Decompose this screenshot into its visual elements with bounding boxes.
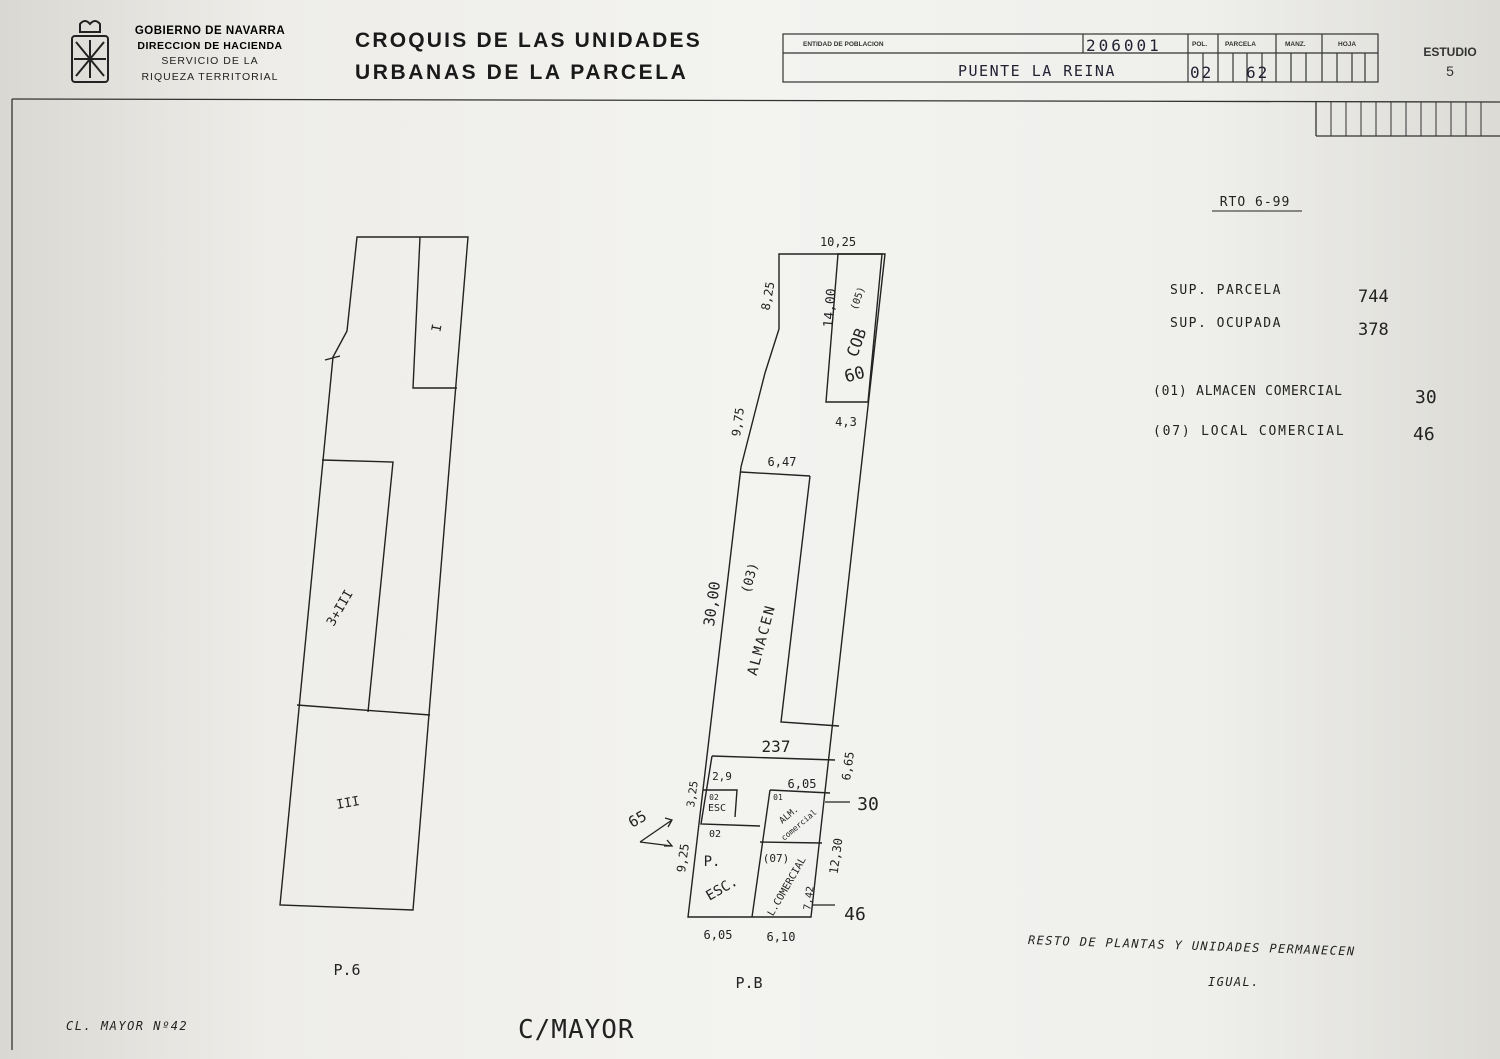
dim-30-00: 30,00 [700, 580, 724, 627]
manz-label: MANZ. [1285, 41, 1306, 48]
resto-plantas-line-2: IGUAL. [1208, 975, 1260, 989]
almacen-ref: (03) [739, 561, 762, 595]
dim-3-25: 3,25 [684, 780, 701, 808]
unit-07-area: 46 [1413, 424, 1435, 445]
estudio-value: 5 [1446, 63, 1454, 79]
gov-line-2: DIRECCION DE HACIENDA [137, 40, 282, 52]
dim-6-10: 6,10 [767, 930, 796, 944]
almacen-area: 237 [762, 737, 791, 756]
address-small: CL. MAYOR Nº42 [66, 1019, 188, 1033]
hoja-grid-strip [1330, 102, 1482, 136]
hoja-label: HOJA [1338, 41, 1356, 48]
dim-65: 65 [625, 807, 650, 832]
title-line-2: URBANAS DE LA PARCELA [355, 61, 688, 84]
dim-6-05-lower: 6,05 [704, 928, 733, 942]
unit-01-area: 30 [1415, 387, 1437, 408]
dim-9-25: 9,25 [674, 843, 692, 874]
sup-ocupada-label: SUP. OCUPADA [1170, 316, 1282, 331]
gov-line-3: SERVICIO DE LA [161, 55, 258, 67]
dim-10-25: 10,25 [820, 235, 856, 249]
navarra-coat-of-arms-icon [71, 20, 109, 83]
callout-46: 46 [844, 904, 866, 925]
entidad-label: ENTIDAD DE POBLACION [803, 41, 884, 48]
sup-ocupada-value: 378 [1358, 320, 1389, 340]
esc-label: ESC [708, 803, 726, 814]
alm-comercial-ref: 01 [773, 793, 783, 802]
entidad-form-box [782, 33, 1379, 83]
unit-07-label: (07) LOCAL COMERCIAL [1153, 424, 1346, 439]
street-name: C/MAYOR [518, 1015, 635, 1045]
sup-parcela-value: 744 [1358, 287, 1389, 307]
parcela-label: PARCELA [1225, 41, 1256, 48]
plan-left-outline [279, 236, 469, 911]
dim-8-25: 8,25 [759, 281, 778, 312]
dim-12-30: 12,30 [827, 837, 846, 875]
plan-right-outline [687, 253, 886, 918]
entidad-code: 206001 [1086, 36, 1162, 55]
plan-left-unit-I: I [429, 323, 445, 333]
title-line-1: CROQUIS DE LAS UNIDADES [355, 29, 702, 52]
pol-label: POL. [1192, 41, 1207, 48]
gov-line-4: RIQUEZA TERRITORIAL [141, 71, 278, 83]
dim-7-42: 7,42 [802, 886, 816, 911]
plan-right-callouts [639, 801, 850, 906]
dim-6-05-upper: 6,05 [788, 777, 817, 791]
gov-line-1: GOBIERNO DE NAVARRA [135, 25, 285, 37]
almacen-label: ALMACEN [745, 603, 779, 678]
poblacion-name: PUENTE LA REINA [958, 62, 1116, 80]
cob-ref: (05) [849, 285, 868, 311]
plan-left-caption: P.6 [333, 961, 360, 979]
portal-esc-label-2: ESC. [703, 874, 740, 905]
unit-01-label: (01) ALMACEN COMERCIAL [1153, 384, 1343, 399]
parcela-value: 62 [1246, 63, 1269, 82]
dim-4-3: 4,3 [835, 415, 857, 429]
cob-area: 60 [842, 363, 867, 388]
cob-label: COB [843, 326, 871, 360]
dim-2-9: 2,9 [712, 770, 732, 783]
esc-ref: 02 [709, 793, 719, 802]
estudio-label: ESTUDIO [1423, 45, 1476, 59]
plan-right-caption: P.B [735, 974, 762, 992]
plan-left-unit-III: III [335, 794, 361, 813]
portal-esc-ref: 02 [709, 829, 721, 840]
pol-value: 02 [1190, 63, 1213, 82]
dim-6-47: 6,47 [768, 455, 797, 469]
resto-plantas-line-1: RESTO DE PLANTAS Y UNIDADES PERMANECEN [1028, 933, 1356, 958]
portal-esc-label-1: P. [704, 854, 721, 870]
ref-rto: RTO 6-99 [1220, 195, 1291, 210]
local-comercial-ref: (07) [763, 852, 790, 865]
dim-14-00: 14,00 [821, 288, 839, 328]
dim-9-75: 9,75 [729, 407, 747, 438]
dim-6-65: 6,65 [839, 751, 857, 782]
drawing-frame [11, 98, 1500, 1050]
callout-30: 30 [857, 794, 879, 815]
plan-left-unit-3-III: 3+III [324, 588, 357, 629]
sup-parcela-label: SUP. PARCELA [1170, 283, 1282, 298]
